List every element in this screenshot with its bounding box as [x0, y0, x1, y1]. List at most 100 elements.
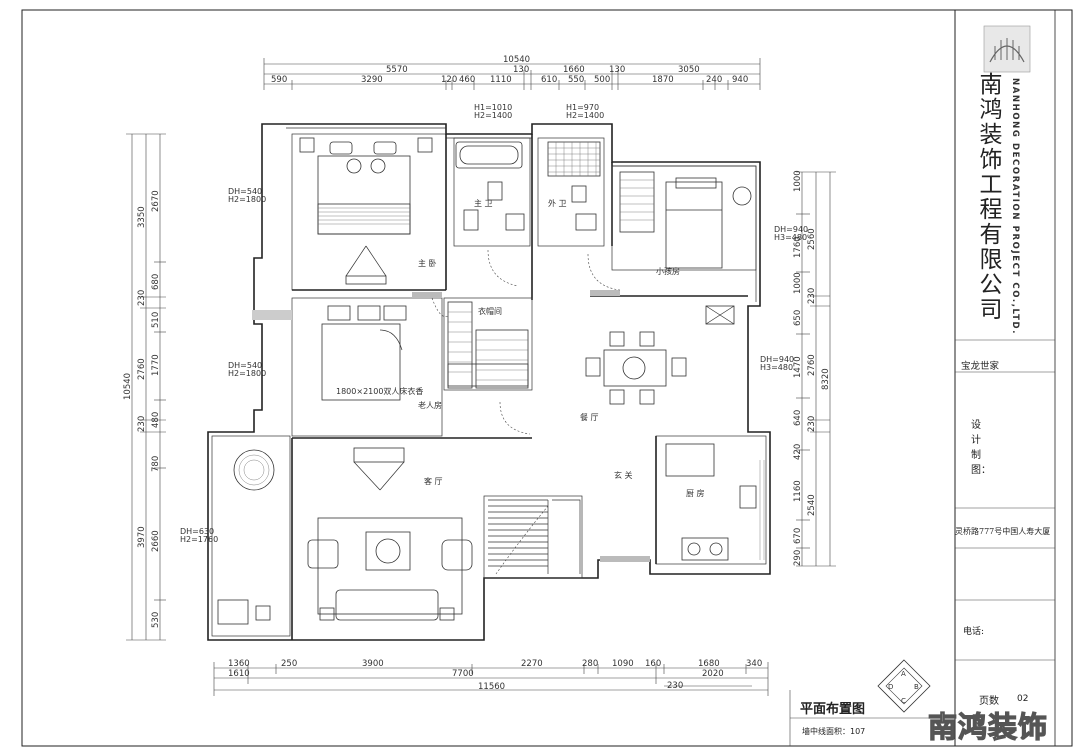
- dim-bot-r1-4: 280: [582, 659, 598, 669]
- dim-top-r2-8: 1870: [652, 75, 674, 85]
- dim-right-o-1: 230: [807, 288, 817, 304]
- dim-top-r2-4: 1110: [490, 75, 512, 85]
- phone-label: 电话:: [963, 627, 985, 637]
- note-w1-h1: H1=1010: [474, 103, 512, 112]
- dim-top-r2-10: 940: [732, 75, 748, 85]
- dim-top-r2-5: 610: [541, 75, 557, 85]
- drawing-title: 平面布置图: [800, 702, 866, 717]
- compass-b: B: [914, 683, 919, 691]
- room-cloakroom: 衣帽间: [478, 306, 502, 316]
- dim-right-i-6: 420: [793, 444, 803, 460]
- kitchen-fixtures: [665, 443, 765, 561]
- title-block: 南鸿装饰工程有限公司 NANHONG DECORATION PROJECT CO…: [955, 0, 1055, 756]
- sheet-border: [21, 9, 1073, 747]
- dim-left-o-4: 3970: [137, 526, 147, 548]
- elder-bed: [321, 305, 407, 401]
- note-master-h2: H2=1800: [228, 195, 266, 204]
- dim-bot-r1-7: 1680: [698, 659, 720, 669]
- dim-bot-r1-1: 250: [281, 659, 297, 669]
- dim-bot-r1-8: 340: [746, 659, 762, 669]
- room-living: 客 厅: [424, 476, 443, 486]
- room-kitchen: 厨 房: [686, 488, 705, 498]
- dim-top-r2-9: 240: [706, 75, 722, 85]
- dim-top-r1-0: 5570: [386, 65, 408, 75]
- living-furniture: [307, 447, 473, 621]
- top-dimensions: 10540 5570 130 1660 130 3050 590 3290 12…: [263, 55, 761, 90]
- dim-right-i-1: 1760: [793, 236, 803, 258]
- dim-bot-r2-2: 2020: [702, 669, 724, 679]
- dim-right-i-2: 1000: [793, 272, 803, 294]
- address: 灵桥路777号中国人寿大厦: [955, 527, 1051, 536]
- room-labels: 主 卧 主 卫 外 卫 小孩房 衣帽间 老人房 餐 厅 玄 关 厨 房 客 厅 …: [336, 198, 705, 498]
- dim-left-o-1: 230: [137, 290, 147, 306]
- company-logo: [983, 25, 1031, 73]
- dim-bot-r1-5: 1090: [612, 659, 634, 669]
- dim-top-r2-0: 590: [271, 75, 287, 85]
- compass-d: D: [888, 683, 893, 691]
- dim-left-o-0: 3350: [137, 206, 147, 228]
- page-number: 02: [1017, 694, 1029, 704]
- bottom-dimensions: 1360 250 3900 2270 280 1090 160 1680 340…: [213, 659, 769, 696]
- dim-right-overall: 8320: [821, 368, 831, 390]
- project-name: 宝龙世家: [961, 361, 1000, 372]
- note-w2-h1: H1=970: [566, 103, 599, 112]
- room-dining: 餐 厅: [580, 413, 599, 422]
- watermark: 南鸿装饰: [927, 709, 1049, 744]
- master-tv: [345, 245, 387, 285]
- doors: [431, 249, 621, 435]
- dim-left-i-5: 780: [151, 456, 161, 472]
- note-living-dh: DH=630: [180, 527, 214, 536]
- dim-bot-r2-0: 1610: [228, 669, 250, 679]
- dim-top-r2-7: 500: [594, 75, 610, 85]
- child-bed: [619, 171, 752, 269]
- dim-right-o-2: 2760: [807, 354, 817, 376]
- dim-top-r2-2: 120: [441, 75, 457, 85]
- note-elder-h2: H2=1800: [228, 369, 266, 378]
- dim-right-i-0: 1000: [793, 170, 803, 192]
- company-name-cn: 南鸿装饰工程有限公司: [975, 72, 1001, 322]
- dim-left-i-3: 1770: [151, 354, 161, 376]
- dim-bot-extra: 230: [667, 681, 683, 691]
- dim-top-r1-1: 130: [513, 65, 529, 75]
- compass-a: A: [901, 670, 906, 678]
- staircase: [488, 499, 581, 575]
- dim-bot-r1-3: 2270: [521, 659, 543, 669]
- room-master-bath: 主 卫: [474, 198, 493, 208]
- dim-top-r1-4: 3050: [678, 65, 700, 75]
- design-label: 设计制图：: [971, 420, 991, 476]
- note-master-dh: DH=540: [228, 187, 262, 196]
- dim-left-o-2: 2760: [137, 358, 147, 380]
- note-elder-dh: DH=540: [228, 361, 262, 370]
- dim-left-i-6: 2660: [151, 530, 161, 552]
- dim-right-i-7: 1160: [793, 480, 803, 502]
- floor-area: 墙中线面积：107: [802, 727, 866, 736]
- dim-top-r1-3: 130: [609, 65, 625, 75]
- dim-bot-r2-1: 7700: [452, 669, 474, 679]
- left-dimensions: 10540 3350 230 2760 230 3970 2670 680 51…: [123, 133, 166, 641]
- compass-c: C: [901, 697, 906, 705]
- compass-icon: A B C D: [877, 659, 931, 713]
- note-living-h2: H2=1760: [180, 535, 218, 544]
- dim-left-i-2: 510: [151, 312, 161, 328]
- dim-right-o-4: 2540: [807, 494, 817, 516]
- dim-right-i-5: 640: [793, 410, 803, 426]
- room-guest-bath: 外 卫: [548, 198, 567, 208]
- dining-table: [585, 305, 735, 405]
- dim-right-o-0: 2560: [807, 228, 817, 250]
- dim-top-r2-6: 550: [568, 75, 584, 85]
- room-elder: 老人房: [418, 400, 442, 410]
- dim-top-overall: 10540: [503, 55, 530, 65]
- window-notes: H1=1010 H2=1400 H1=970 H2=1400 DH=540 H2…: [180, 103, 808, 544]
- wall-hatch: [252, 290, 650, 562]
- note-w1-h2: H2=1400: [474, 111, 512, 120]
- dim-bot-overall: 11560: [478, 682, 505, 692]
- room-child: 小孩房: [656, 266, 680, 276]
- dim-left-o-3: 230: [137, 416, 147, 432]
- dim-left-i-7: 530: [151, 612, 161, 628]
- note-w2-h2: H2=1400: [566, 111, 604, 120]
- pages-label: 页数: [979, 696, 999, 707]
- dim-right-i-4: 1470: [793, 356, 803, 378]
- dim-bot-r1-2: 3900: [362, 659, 384, 669]
